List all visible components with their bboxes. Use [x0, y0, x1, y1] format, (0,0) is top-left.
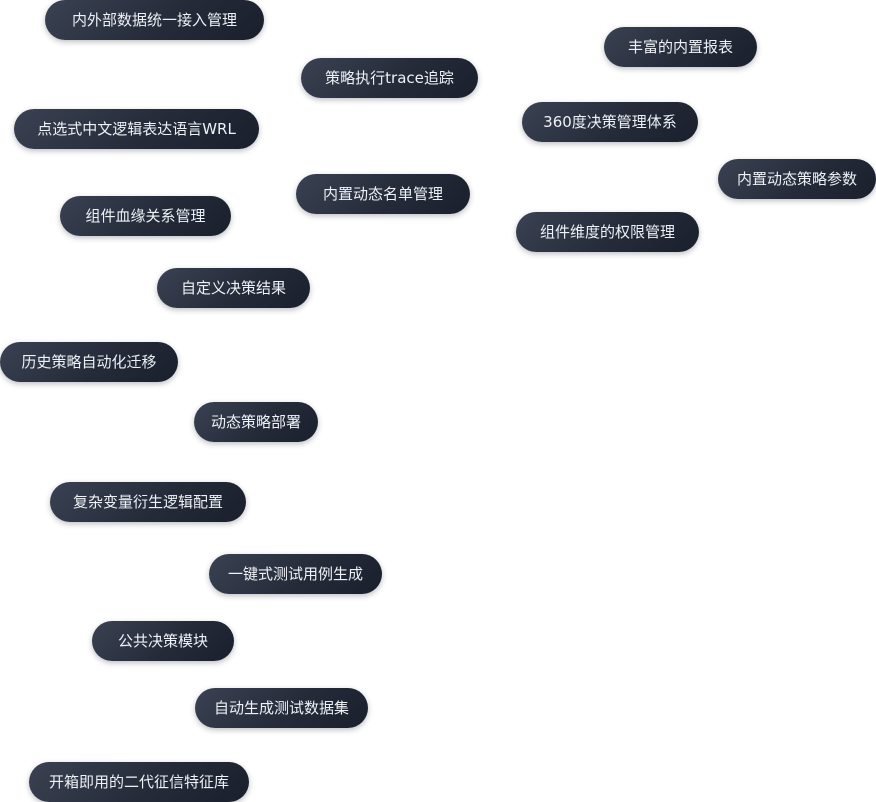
feature-tag[interactable]: 内置动态策略参数: [718, 159, 876, 199]
feature-tag[interactable]: 策略执行trace追踪: [301, 58, 478, 98]
feature-tag[interactable]: 一键式测试用例生成: [209, 554, 382, 594]
feature-tag[interactable]: 内置动态名单管理: [296, 174, 470, 214]
feature-tag[interactable]: 丰富的内置报表: [604, 27, 757, 67]
feature-tag[interactable]: 历史策略自动化迁移: [0, 342, 178, 382]
feature-tag[interactable]: 内外部数据统一接入管理: [45, 0, 264, 40]
feature-tag[interactable]: 组件血缘关系管理: [60, 196, 231, 236]
feature-tag[interactable]: 复杂变量衍生逻辑配置: [50, 482, 246, 522]
feature-tag[interactable]: 自动生成测试数据集: [195, 688, 368, 728]
feature-tag[interactable]: 点选式中文逻辑表达语言WRL: [14, 109, 259, 149]
feature-tag[interactable]: 公共决策模块: [92, 621, 234, 661]
feature-tag[interactable]: 动态策略部署: [194, 402, 318, 442]
feature-tag[interactable]: 自定义决策结果: [157, 268, 310, 308]
feature-tag[interactable]: 360度决策管理体系: [522, 102, 698, 142]
feature-tag[interactable]: 开箱即用的二代征信特征库: [29, 762, 249, 802]
feature-tag[interactable]: 组件维度的权限管理: [516, 212, 699, 252]
